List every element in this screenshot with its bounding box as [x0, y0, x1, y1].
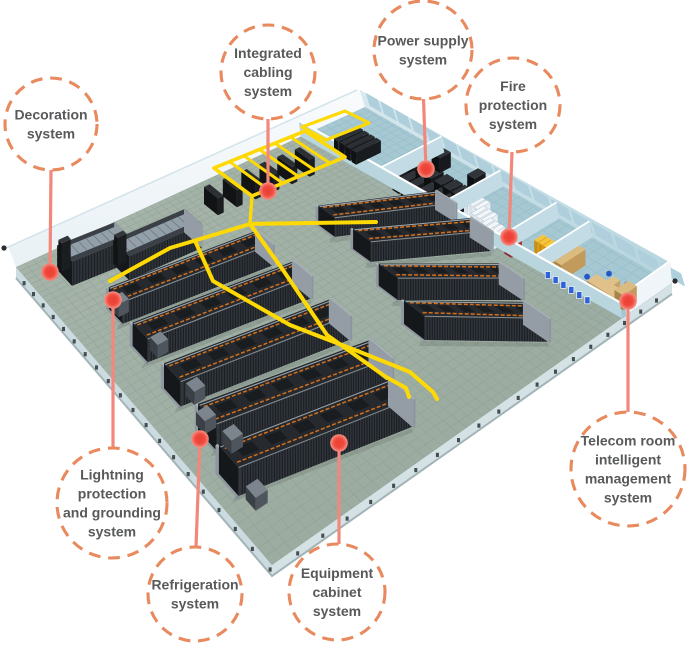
svg-text:system: system — [313, 603, 361, 619]
svg-text:Telecom room: Telecom room — [581, 433, 676, 449]
svg-text:Decoration: Decoration — [14, 107, 87, 123]
svg-text:management: management — [585, 471, 672, 487]
svg-text:Fire: Fire — [500, 78, 526, 94]
svg-text:system: system — [171, 596, 219, 612]
svg-text:Power supply: Power supply — [377, 33, 468, 49]
svg-text:system: system — [399, 52, 447, 68]
svg-text:cabling: cabling — [243, 64, 292, 80]
svg-text:Equipment: Equipment — [301, 565, 374, 581]
svg-text:system: system — [244, 83, 292, 99]
svg-text:protection: protection — [479, 97, 547, 113]
svg-text:system: system — [27, 126, 75, 142]
svg-text:system: system — [604, 490, 652, 506]
svg-text:Refrigeration: Refrigeration — [151, 577, 238, 593]
svg-text:system: system — [88, 524, 136, 540]
svg-text:intelligent: intelligent — [595, 452, 661, 468]
svg-text:system: system — [489, 116, 537, 132]
svg-text:Lightning: Lightning — [80, 467, 144, 483]
svg-text:Integrated: Integrated — [234, 45, 302, 61]
svg-text:and grounding: and grounding — [63, 505, 161, 521]
svg-text:cabinet: cabinet — [312, 584, 361, 600]
svg-text:protection: protection — [78, 486, 146, 502]
